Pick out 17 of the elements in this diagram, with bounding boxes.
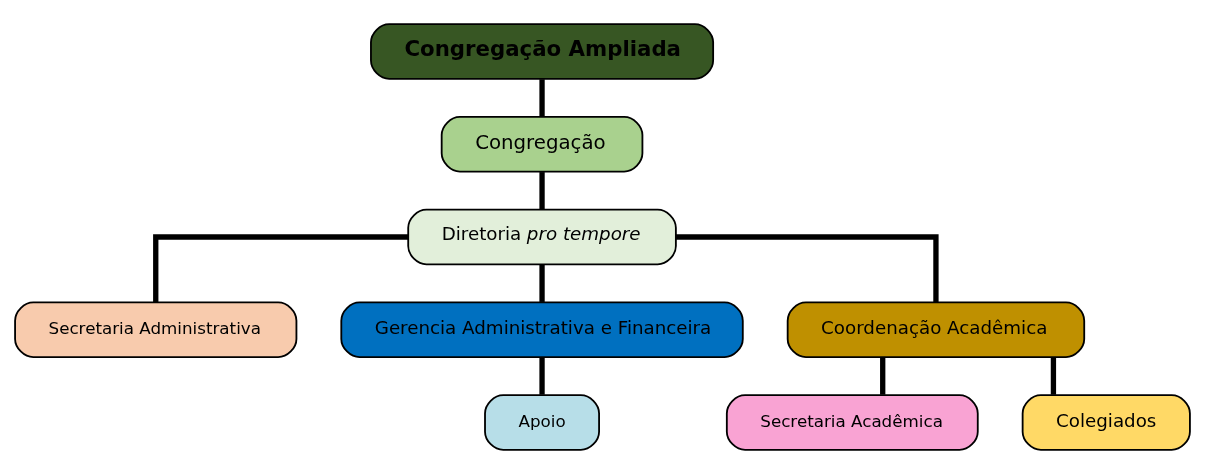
connector — [1050, 357, 1057, 395]
connector — [539, 79, 545, 117]
node-box: Secretaria Administrativa — [14, 301, 298, 359]
connector — [880, 357, 886, 395]
node-box: Apoio — [484, 394, 600, 451]
node-box: Colegiados — [1021, 394, 1191, 451]
node-box: Congregação — [440, 115, 644, 173]
connector — [539, 264, 545, 302]
node-box: Coordenação Acadêmica — [786, 301, 1086, 359]
node-box: Secretaria Acadêmica — [725, 394, 979, 451]
connector — [153, 234, 409, 302]
connector — [539, 172, 545, 210]
node-box: Congregação Ampliada — [370, 23, 715, 80]
node-box: Gerencia Administrativa e Financeira — [340, 301, 744, 359]
connector — [675, 234, 939, 302]
connector — [539, 357, 545, 395]
node-box: Diretoria pro tempore — [407, 208, 677, 266]
